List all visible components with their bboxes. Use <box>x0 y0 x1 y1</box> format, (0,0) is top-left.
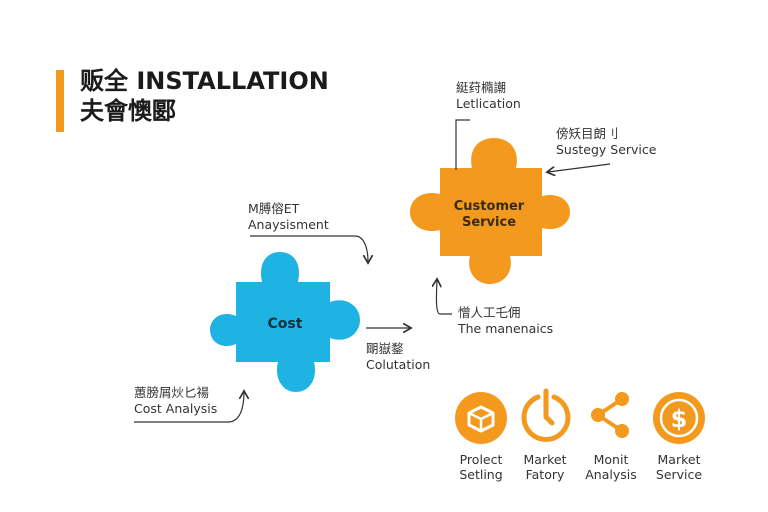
svg-text:$: $ <box>671 405 688 433</box>
label-maintenance: 憎人工乇佣 The manenaics <box>458 305 554 336</box>
title-line-2: 夫會懊郾 <box>80 97 176 125</box>
arrow-analysis <box>250 235 368 262</box>
customer-service-puzzle-piece: Customer Service <box>410 138 570 284</box>
share-icon <box>588 389 634 445</box>
label-analysis: M膊傛ET Anaysisment <box>248 201 329 232</box>
connector-line-top <box>455 119 470 170</box>
cost-label: Cost <box>268 316 303 332</box>
timer-icon <box>518 387 574 449</box>
dollar-icon: $ <box>652 391 706 449</box>
box-icon <box>454 391 508 449</box>
arrow-strategy <box>548 163 611 172</box>
label-strategy-service: 傍矨目朗刂 Sustegy Service <box>556 126 657 157</box>
cost-puzzle-piece: Cost <box>210 252 360 392</box>
title-accent-bar <box>56 70 64 132</box>
customer-service-line-2: Service <box>462 215 516 230</box>
title-line-1: 贩全 INSTALLATION <box>80 67 329 95</box>
label-calculation: 朙嶽鍪 Colutation <box>366 341 431 372</box>
arrow-maintenance <box>436 280 452 315</box>
page-title: 贩全 INSTALLATION 夫會懊郾 <box>80 66 329 126</box>
customer-service-line-1: Customer <box>454 199 525 214</box>
label-cost-analysis: 蕙膀屑炏匕禓 Cost Analysis <box>134 385 218 416</box>
arrow-cost-analysis <box>134 392 244 423</box>
label-letlication: 綎荮橢謿 Letlication <box>456 80 521 111</box>
